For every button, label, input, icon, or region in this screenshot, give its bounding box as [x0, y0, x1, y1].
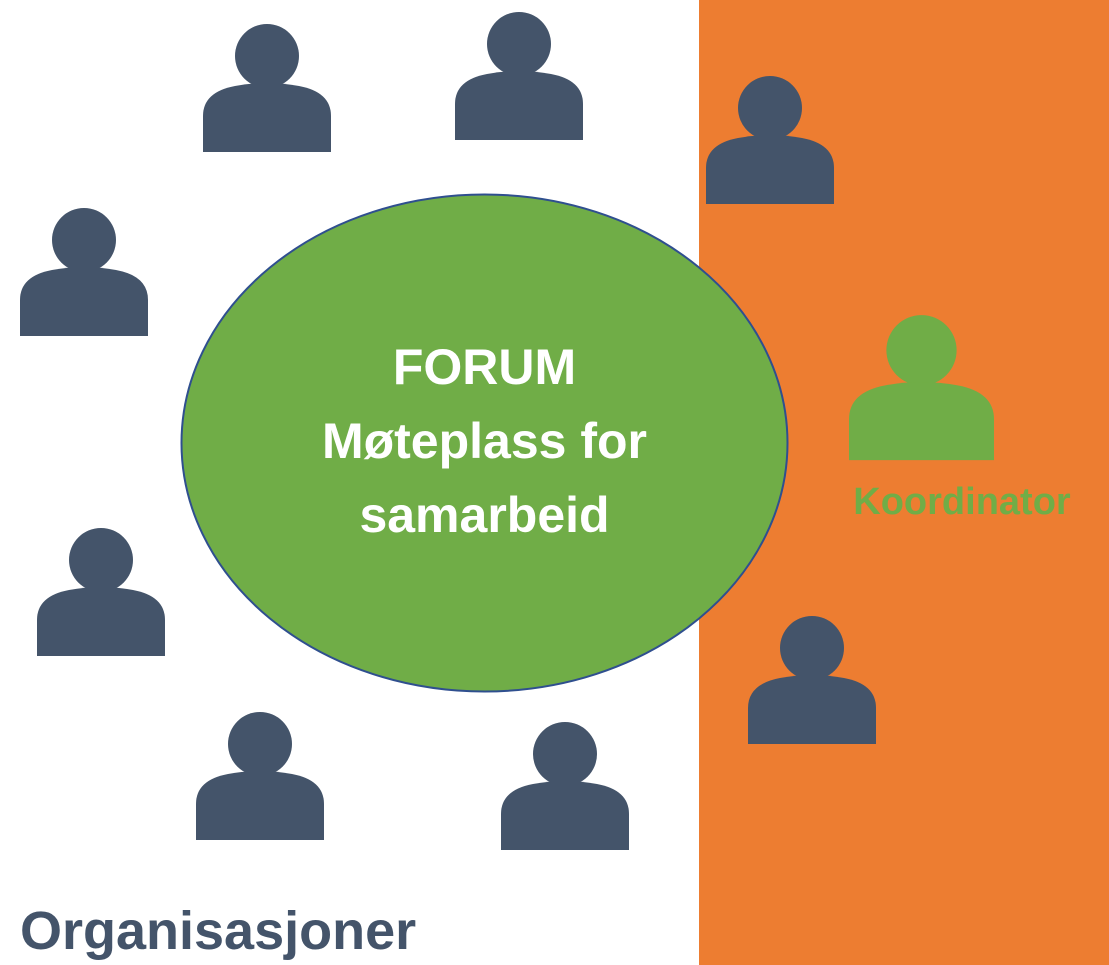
person-icon	[501, 720, 629, 850]
forum-label: FORUM Møteplass for samarbeid	[180, 330, 789, 552]
coordinator-label: Koordinator	[853, 481, 1071, 523]
forum-circle	[180, 193, 789, 693]
person-icon	[748, 614, 876, 744]
person-icon	[455, 10, 583, 140]
organizations-label: Organisasjoner	[20, 901, 417, 961]
person-icon	[37, 526, 165, 656]
person-icon	[706, 74, 834, 204]
forum-subtitle-line1: Møteplass for	[321, 413, 648, 469]
person-icon	[196, 710, 324, 840]
forum-title: FORUM	[392, 339, 577, 395]
person-icon	[20, 206, 148, 336]
forum-subtitle-line2: samarbeid	[359, 487, 610, 543]
coordinator-person-icon	[849, 310, 994, 463]
person-icon	[203, 22, 331, 152]
